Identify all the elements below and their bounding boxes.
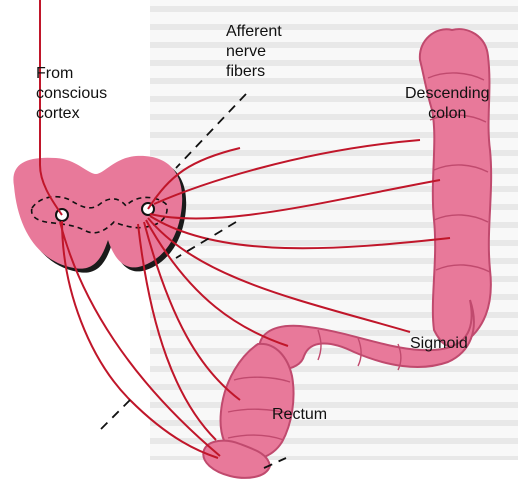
label-rectum: Rectum bbox=[272, 405, 327, 425]
label-line: Descending bbox=[405, 84, 490, 104]
label-from-conscious-cortex: From conscious cortex bbox=[36, 64, 107, 124]
label-line: Afferent bbox=[226, 22, 282, 42]
spinal-cord-section bbox=[13, 156, 186, 273]
label-descending-colon: Descending colon bbox=[405, 84, 490, 124]
label-line: colon bbox=[405, 104, 490, 124]
label-line: cortex bbox=[36, 104, 107, 124]
label-line: conscious bbox=[36, 84, 107, 104]
label-line: fibers bbox=[226, 62, 282, 82]
label-afferent-nerve-fibers: Afferent nerve fibers bbox=[226, 22, 282, 82]
label-line: nerve bbox=[226, 42, 282, 62]
label-sigmoid: Sigmoid bbox=[410, 334, 468, 354]
label-line: From bbox=[36, 64, 107, 84]
